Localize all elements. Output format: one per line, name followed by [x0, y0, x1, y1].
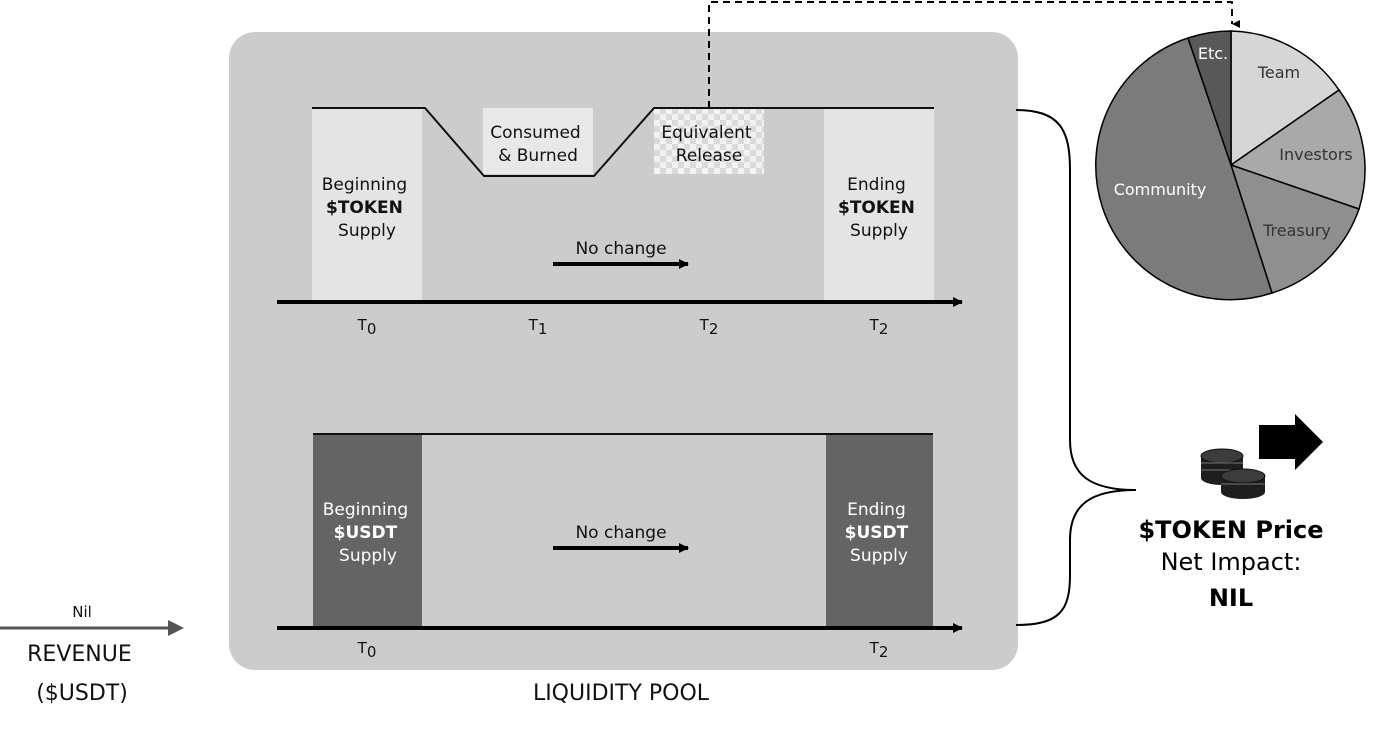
- impact-subtitle: Net Impact:: [1161, 548, 1302, 576]
- equivalent-release-label: Equivalent Release: [661, 123, 756, 166]
- token-tick-t2b: T2: [869, 316, 889, 338]
- token-no-change-label: No change: [575, 239, 666, 259]
- pie-slice-etc: [1187, 30, 1232, 166]
- pie-slice-team: [1230, 30, 1341, 167]
- pie-slice-community: [1095, 37, 1273, 301]
- token-tick-t0: T0: [357, 316, 377, 338]
- usdt-supply-panel: No change Beginning $USDT Supply Ending …: [277, 433, 963, 661]
- liquidity-pool-title: LIQUIDITY POOL: [533, 681, 710, 706]
- pie-slice-investors: [1229, 88, 1366, 210]
- revenue-arrow-head: [168, 620, 184, 636]
- beginning-token-supply-bar: [312, 108, 422, 300]
- pie-label-team: Team: [1257, 63, 1300, 82]
- token-allocation-pie: Team Investors Treasury Community Etc.: [1095, 30, 1366, 301]
- beginning-token-label: Beginning $TOKEN Supply: [322, 175, 413, 241]
- ending-token-supply-bar: [824, 108, 934, 300]
- liquidity-pool-panel: [229, 32, 1018, 670]
- usdt-tick-t0: T0: [357, 639, 377, 661]
- ending-usdt-label: Ending $USDT Supply: [845, 500, 914, 566]
- right-arrow-icon: [1259, 414, 1323, 470]
- revenue-title: REVENUE ($USDT): [27, 642, 137, 706]
- token-tick-t1: T1: [528, 316, 548, 338]
- impact-value: NIL: [1209, 584, 1253, 612]
- pie-label-investors: Investors: [1279, 145, 1352, 164]
- token-supply-line: [312, 107, 934, 177]
- consumed-burned-box: [483, 108, 593, 174]
- release-to-pie-connector: [708, 1, 1240, 108]
- beginning-usdt-label: Beginning $USDT Supply: [323, 500, 414, 566]
- token-tick-t2a: T2: [699, 316, 719, 338]
- beginning-usdt-supply-bar: [313, 434, 422, 627]
- consumed-burned-label: Consumed & Burned: [490, 123, 586, 166]
- usdt-tick-t2: T2: [869, 639, 889, 661]
- usdt-no-change-label: No change: [575, 523, 666, 543]
- pie-label-treasury: Treasury: [1262, 221, 1331, 240]
- net-impact-text: $TOKEN Price Net Impact: NIL: [1138, 516, 1323, 612]
- token-supply-panel: No change Beginning $TOKEN Supply Ending…: [277, 107, 963, 338]
- revenue-input: Nil REVENUE ($USDT): [0, 603, 184, 706]
- equivalent-release-box: [654, 108, 764, 174]
- ending-usdt-supply-bar: [826, 434, 933, 627]
- pie-label-etc: Etc.: [1198, 44, 1228, 63]
- ending-token-label: Ending $TOKEN Supply: [838, 175, 920, 241]
- pie-slice-treasury: [1229, 163, 1360, 294]
- curly-brace: [1015, 109, 1137, 626]
- impact-title: $TOKEN Price: [1138, 516, 1323, 544]
- revenue-arrow-label: Nil: [72, 603, 92, 621]
- coins-icon: [1200, 448, 1266, 499]
- pie-label-community: Community: [1114, 180, 1207, 199]
